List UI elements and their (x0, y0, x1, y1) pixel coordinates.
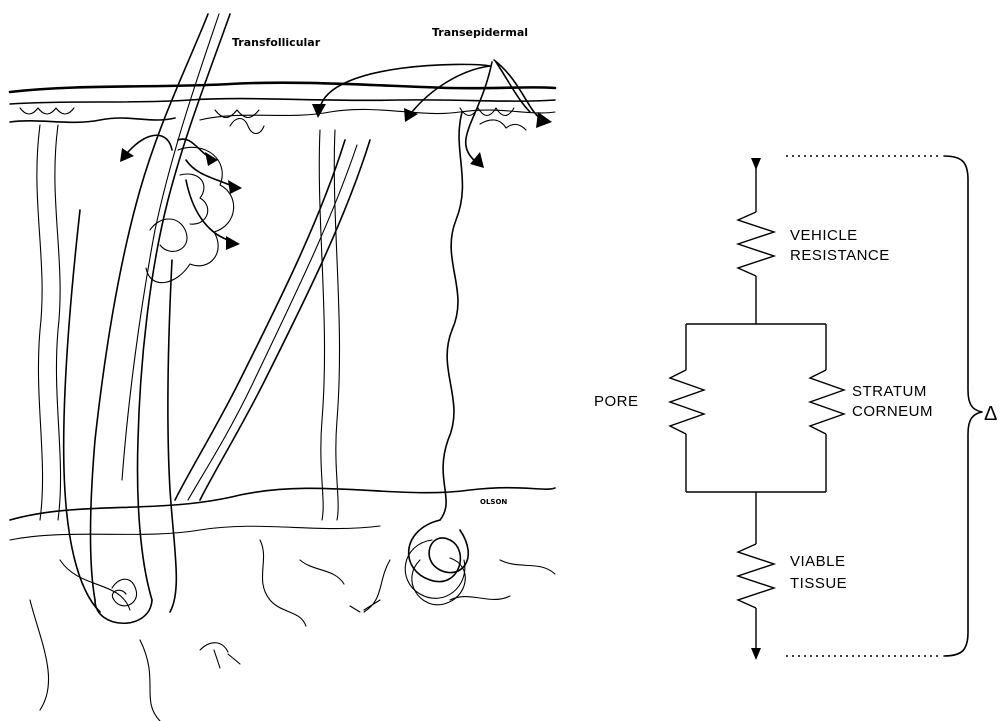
hair-follicle (64, 14, 230, 623)
arrowhead-icon (404, 108, 418, 122)
viable-tissue-label-line1: VIABLE (790, 553, 846, 570)
epidermis-layer (10, 83, 555, 134)
arrowhead-icon (226, 236, 240, 250)
arrowhead-icon (205, 152, 218, 166)
arrowhead-icon (120, 148, 134, 162)
arrector-pili-muscle (175, 140, 370, 500)
stratum-corneum-label-line2: CORNEUM (852, 403, 933, 420)
vehicle-resistance-label-line2: RESISTANCE (790, 247, 890, 264)
transepidermal-label: Transepidermal (432, 26, 528, 39)
viable-tissue-label-line2: TISSUE (790, 575, 847, 592)
resistance-circuit: VEHICLE RESISTANCE PORE STRATUM CORNEUM … (594, 156, 998, 660)
delta-label: Δ (984, 403, 998, 425)
artist-signature: OLSON (480, 498, 507, 506)
sweat-gland (405, 112, 468, 605)
brace (944, 156, 982, 656)
arrow-down-icon (751, 158, 761, 170)
dermal-vessels (10, 125, 555, 721)
pore-label: PORE (594, 393, 639, 410)
pore-resistor (670, 370, 704, 434)
stratum-corneum-label-line1: STRATUM (852, 383, 927, 400)
viable-tissue-resistor (738, 544, 774, 608)
arrowhead-icon (536, 112, 552, 128)
stratum-corneum-resistor (810, 370, 844, 434)
arrow-down-icon (751, 648, 761, 660)
skin-cross-section: Transfollicular Transepidermal OLSON (10, 14, 555, 721)
vehicle-resistor (738, 212, 774, 276)
vehicle-resistance-label-line1: VEHICLE (790, 227, 858, 244)
transfollicular-label: Transfollicular (232, 36, 321, 49)
sebaceous-gland (146, 147, 234, 282)
arrowhead-icon (228, 180, 242, 194)
arrowhead-icon (312, 104, 326, 118)
arrowhead-icon (470, 152, 484, 168)
